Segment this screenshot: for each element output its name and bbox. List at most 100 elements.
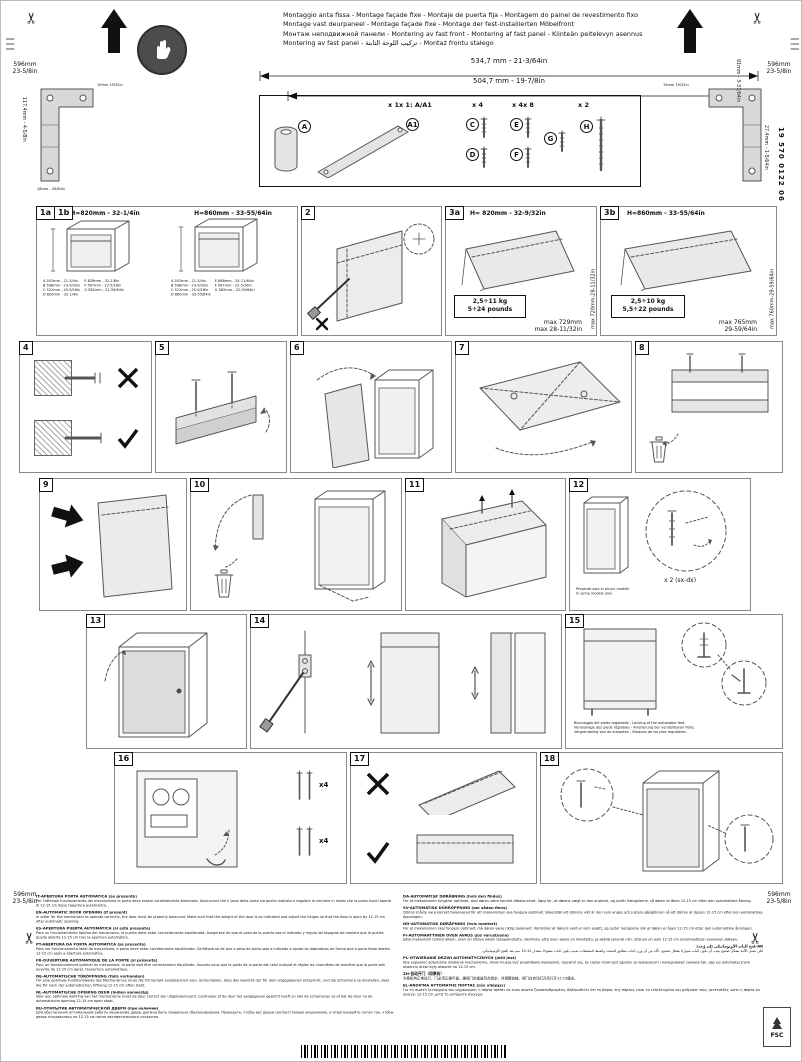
- side-panel-adjust-drawing: [471, 632, 546, 734]
- models-note: Presente solo in alcuni modelli In some …: [576, 587, 630, 596]
- qty-templates: x 1x 1: A/A1: [388, 101, 432, 109]
- check-mark-icon: [117, 428, 139, 449]
- lang-block-ru: RU-ОТКРЫТИЕ АВТОМАТИЧЕСКОЙ ДВЕРИ (при на…: [36, 1005, 394, 1020]
- lang-block-sv: SV-AUTOMATISK DÖRRÖPPNING (om sådan finn…: [403, 905, 763, 919]
- dim-19mm-left: 19mm 19/32in: [97, 83, 123, 87]
- tilted-panel-drawing: [620, 230, 752, 291]
- lang-block-no: NO-AUTOMATISK DØRÅPNING (hvis montert)Fo…: [403, 921, 753, 931]
- step-badge-15: 15: [565, 614, 585, 628]
- dishwasher-side-drawing: [583, 496, 629, 574]
- screw-icon: [480, 146, 488, 168]
- protective-gloves-icon: [137, 25, 187, 75]
- side-dimension-right-top: 596mm 23-5/8in: [766, 61, 792, 76]
- dimension-label: 504,7 mm - 19-7/8in: [473, 77, 545, 85]
- step-11-diagram: [441, 489, 547, 598]
- title-line-1: Montaggio anta fissa - Montage façade fi…: [283, 11, 639, 19]
- corner-template-right: [708, 88, 762, 182]
- step-badge-11: 11: [405, 478, 425, 492]
- step-14-hinge-adjustment: 14: [250, 614, 562, 749]
- step-16-diagram: [136, 770, 238, 868]
- arrow-up-icon: [101, 9, 127, 53]
- screw-icon: [524, 116, 532, 138]
- screw-icon: [558, 130, 566, 152]
- long-screw-icon: [596, 116, 606, 172]
- step-15-feet-locking: 15 Bloccaggio del piede regolabile - Loc…: [565, 614, 783, 749]
- side-dimension-left-top: 596mm 23-5/8in: [12, 61, 38, 76]
- dim-19mm-right: 19mm 19/32in: [663, 83, 689, 87]
- screw-pack-icon: [296, 826, 313, 856]
- title-line-2: Montage vast deurpaneel - Montage façade…: [283, 20, 574, 29]
- weight-spec-box: 2,5÷10 kg 5,5÷22 pounds: [611, 295, 685, 318]
- arrow-up-icon: [677, 9, 703, 53]
- step-16-inner-fixing: 16 x4 x4: [114, 752, 347, 884]
- step-18-final-check: 18: [540, 752, 783, 884]
- wrong-handling-drawing: [418, 770, 516, 815]
- lang-block-de: DE-AUTOMATISCHE TÜRÖFFNUNG (falls vorhan…: [36, 973, 390, 988]
- step-9-panel-slide: 9: [39, 478, 187, 611]
- footer-languages-right: DA-AUTOMATISK DØRÅBNING (hvis den findes…: [403, 894, 763, 1061]
- part-badge-h: H: [580, 120, 593, 133]
- step-badge-1b: 1b: [54, 206, 74, 220]
- qty-x4x8: x 4x 8: [512, 101, 534, 109]
- cabinet-drawing-860: [178, 218, 258, 272]
- anchor-screw-icon: [64, 372, 101, 384]
- lang-block-da: DA-AUTOMATISK DØRÅBNING (hvis den findes…: [403, 894, 752, 903]
- dim-117mm: 117,4mm - 4-5/8in: [21, 97, 27, 142]
- part-badge-d: D: [466, 148, 479, 161]
- height-label-860: H=860mm - 33-55/64in: [194, 210, 272, 217]
- step-17-handling-warning: 17: [350, 752, 537, 884]
- screw-detail-circle: [645, 490, 727, 572]
- step-18-diagram: [560, 768, 774, 872]
- step-12-side-screws: 12 x 2 (sx-dx) Presente solo in alcuni m…: [569, 478, 751, 611]
- part-badge-f: F: [510, 148, 523, 161]
- step-10-left-diagram: [213, 494, 264, 598]
- step-13-diagram: [104, 632, 208, 738]
- part-badge-e: E: [510, 118, 523, 131]
- x4-label-top: x4: [319, 781, 329, 789]
- step-badge-14: 14: [250, 614, 270, 628]
- cross-mark-icon: [117, 367, 139, 389]
- step-8-diagram: [649, 353, 769, 463]
- max-bottom-label: max 729mm max 28-11/32in: [534, 319, 582, 334]
- max-height-vertical-label: max 720mm-28-11/32in: [590, 268, 596, 329]
- step-badge-5: 5: [155, 341, 169, 355]
- template-strip-drawing: [317, 125, 409, 178]
- spacer-part-drawing: [274, 126, 298, 172]
- scissors-icon: ✂: [748, 11, 767, 25]
- screw-pack-icon: [296, 770, 313, 800]
- step-8-rail-fixing: 8: [635, 341, 783, 473]
- step-1-cabinet-dimensions: 1a 1b H=820mm - 32-1/4in A 552mm - 21-3/…: [36, 206, 298, 336]
- scissors-icon: ✂: [22, 11, 41, 25]
- cross-mark-icon: [366, 772, 390, 796]
- step-badge-12: 12: [569, 478, 589, 492]
- step-badge-9: 9: [39, 478, 53, 492]
- step-badge-3a: 3a: [445, 206, 464, 220]
- step-7-diagram: [479, 361, 621, 456]
- step-10-right-diagram: [314, 490, 386, 602]
- step-5-bracket-mounting: 5: [155, 341, 287, 473]
- step-3b-door-weight-860: 3b H=860mm - 33-55/64in 2,5÷10 kg 5,5÷22…: [600, 206, 777, 336]
- step-3a-door-weight-820: 3a H= 820mm - 32-9/32in 2,5÷11 kg 5÷24 p…: [445, 206, 597, 336]
- dim-18mm: 18mm - 45/64in: [37, 187, 66, 191]
- trash-bin-icon: [649, 436, 669, 463]
- height-label: H=860mm - 33-55/64in: [627, 210, 705, 217]
- weight-spec-box: 2,5÷11 kg 5÷24 pounds: [454, 295, 526, 318]
- step-badge-13: 13: [86, 614, 106, 628]
- part-badge-g: G: [544, 132, 557, 145]
- step-badge-17: 17: [350, 752, 370, 766]
- title-line-4: Montering av fast panel - تركيب اللوحة ا…: [283, 38, 494, 47]
- step-5-diagram: [175, 371, 270, 445]
- side-dimension-right-bottom: 596mm 23-5/8in: [766, 891, 792, 906]
- step-13-closed-cabinet: 13: [86, 614, 247, 749]
- step-11-panel-hook: 11: [405, 478, 566, 611]
- height-label-820: H=820mm - 32-1/4in: [70, 210, 140, 217]
- dimension-top-534: 534,7 mm - 21-3/64in: [259, 57, 759, 85]
- cabinet-820-column: H=820mm - 32-1/4in A 552mm - 21-3/4in B …: [43, 210, 167, 315]
- dim-27mm: 27,4mm - 1-5/64in: [763, 125, 769, 170]
- x4-label-bottom: x4: [319, 837, 329, 845]
- step-badge-4: 4: [19, 341, 33, 355]
- qty-x2: x 2: [578, 101, 589, 109]
- dimension-line: [259, 70, 759, 82]
- document-number: 19 570 0122 06: [777, 127, 785, 202]
